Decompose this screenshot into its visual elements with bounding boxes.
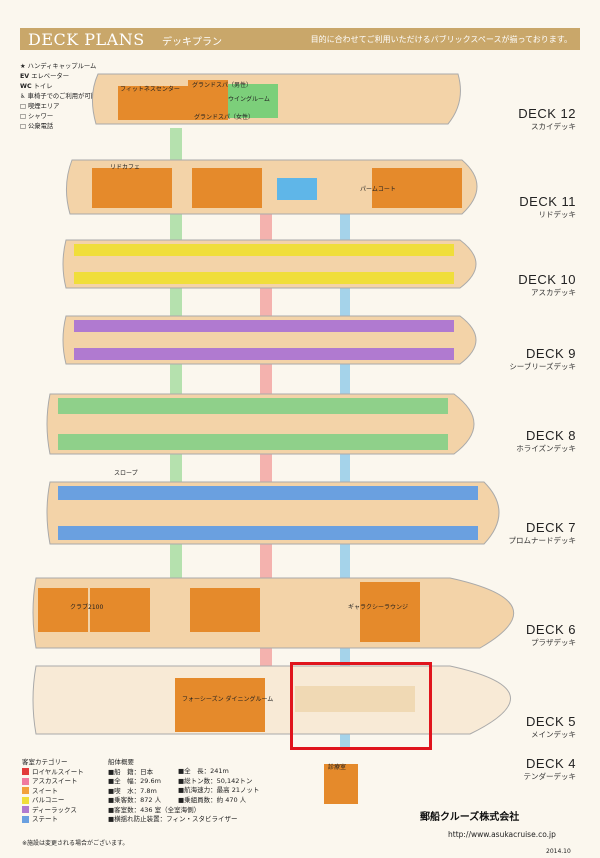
deck-4-plan (324, 764, 358, 804)
elevator-shaft-blue (340, 190, 350, 750)
company-name: 郵船クルーズ株式会社 (420, 812, 520, 823)
categories-title: 客室カテゴリー (22, 758, 68, 766)
tagline: 目的に合わせてご利用いただけるパブリックスペースが揃っております。 (310, 35, 572, 44)
deck-5-plan (32, 665, 511, 735)
highlight-box (290, 662, 432, 750)
room-label: フィットネスセンター (120, 86, 180, 93)
legend-item: EV エレベーター (20, 73, 69, 80)
ship-specs: 船体概要 ■船 籍：日本 ■全 幅：29.6m ■喫 水：7.8m ■乗客数：8… (108, 758, 238, 823)
legend-item: WC トイレ (20, 83, 53, 90)
website-link[interactable]: http://www.asukacruise.co.jp (448, 830, 556, 839)
legend-item: □ 喫煙エリア (20, 103, 60, 110)
legend: ★ ハンディキャップルーム EV エレベーター WC トイレ ♿ 車椅子でのご利… (20, 62, 123, 132)
room-label: スロープ (114, 470, 138, 477)
legend-item: □ シャワー (20, 113, 54, 120)
room-label: グランドスパ（男性） (192, 82, 253, 89)
cabin-categories: 客室カテゴリー ロイヤルスイート アスカスイート スイート バルコニー ディーラ… (22, 758, 84, 825)
room-label: フォーシーズン ダイニングルーム (182, 696, 274, 703)
deck-6-plan (32, 577, 514, 649)
category-item: アスカスイート (22, 777, 84, 787)
room-label: パームコート (360, 186, 396, 193)
legend-item: □ 公衆電話 (20, 123, 54, 130)
room-label: グランドスパ（女性） (194, 114, 255, 121)
room-label: ギャラクシーラウンジ (348, 604, 409, 611)
page-title-jp: デッキプラン (162, 37, 222, 48)
deck-10-plan (62, 239, 477, 289)
page-title: DECK PLANS (28, 30, 145, 49)
deck-11-plan (66, 159, 478, 215)
category-item: ディーラックス (22, 806, 84, 816)
deck-9-plan (62, 315, 477, 365)
ship-specs-2: ■全 長：241m ■総トン数：50,142トン ■航海速力：最高 21ノット … (178, 767, 260, 804)
header-bar: DECK PLANS デッキプラン 目的に合わせてご利用いただけるパブリックスペ… (20, 28, 580, 50)
deck-7-plan (46, 481, 500, 545)
category-item: ロイヤルスイート (22, 768, 84, 778)
legend-item: ★ ハンディキャップルーム (20, 63, 97, 70)
footnote: ※施設は変更される場合がございます。 (22, 840, 129, 847)
room-label: 診療室 (328, 764, 347, 771)
category-item: バルコニー (22, 796, 84, 806)
deck-12-plan (92, 73, 461, 125)
legend-item: ♿ 車椅子でのご利用が可能なトイレ (20, 93, 123, 100)
category-item: スイート (22, 787, 84, 797)
room-label: リドカフェ (110, 164, 141, 171)
deck-8-plan (46, 393, 475, 455)
room-label: ウイングルーム (228, 96, 270, 103)
room-label: クラブ2100 (70, 604, 104, 611)
publish-date: 2014.10 (546, 848, 571, 855)
category-item: ステート (22, 815, 84, 825)
